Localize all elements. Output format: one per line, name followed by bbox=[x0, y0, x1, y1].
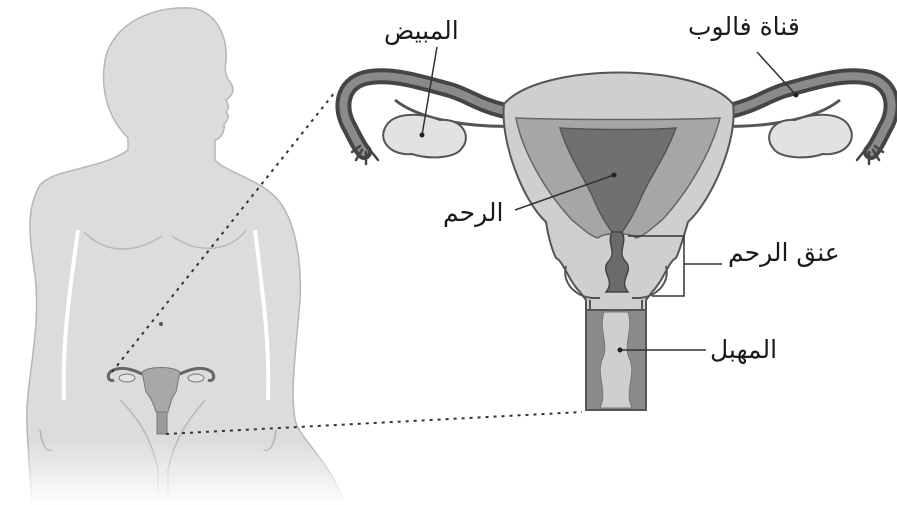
body-silhouette bbox=[0, 8, 360, 505]
label-ovary: المبيض bbox=[384, 18, 459, 43]
label-fallopian-tube: قناة فالوب bbox=[688, 14, 800, 39]
label-uterus: الرحم bbox=[443, 200, 503, 225]
label-vagina: المهبل bbox=[710, 337, 777, 362]
label-cervix: عنق الرحم bbox=[728, 240, 840, 265]
